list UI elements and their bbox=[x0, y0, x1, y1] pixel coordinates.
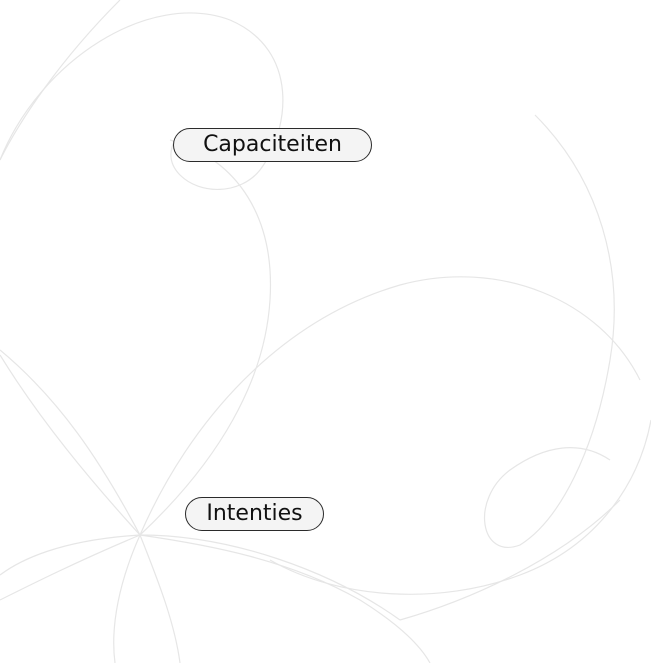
petal-3 bbox=[0, 535, 140, 575]
petal-1 bbox=[0, 355, 140, 535]
swirl-top-arc bbox=[140, 140, 270, 535]
petal-8 bbox=[140, 535, 400, 620]
swirl-bottom-right bbox=[400, 500, 620, 620]
petal-2 bbox=[0, 350, 140, 535]
petal-5 bbox=[114, 535, 140, 663]
swirl-right-arc bbox=[485, 115, 615, 547]
swirl-left-upper bbox=[0, 0, 120, 160]
petal-7 bbox=[140, 535, 430, 663]
capaciteiten-button[interactable]: Capaciteiten bbox=[173, 128, 372, 162]
intenties-button[interactable]: Intenties bbox=[185, 497, 324, 531]
petal-6 bbox=[140, 535, 180, 663]
swirl-top-loop bbox=[0, 13, 283, 189]
swirl-right-outer bbox=[270, 420, 651, 594]
